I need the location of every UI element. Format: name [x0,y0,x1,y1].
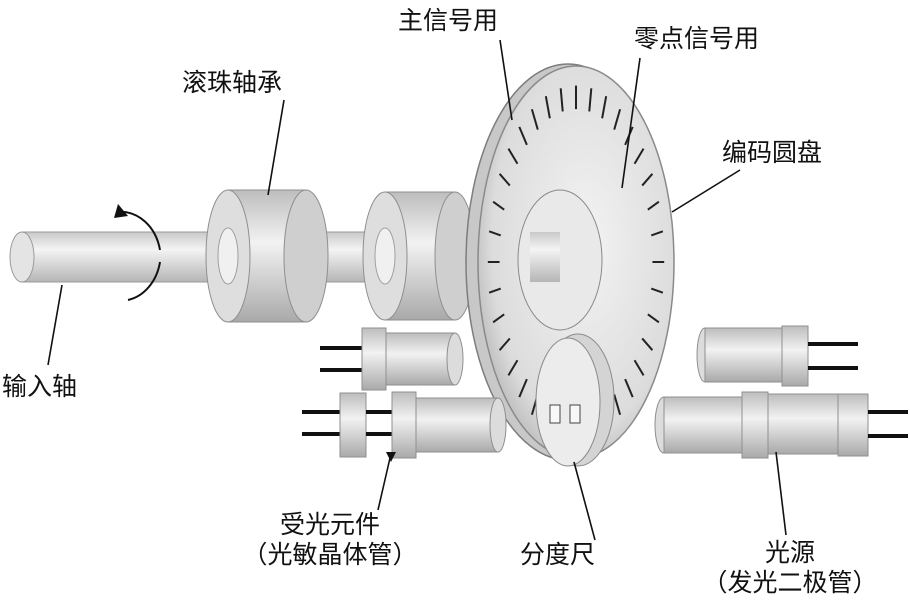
index-scale [535,333,615,467]
ball-bearing-right [362,191,476,321]
disc-slit [488,230,502,237]
disc-slit [544,96,551,119]
disc-slit [488,287,502,294]
led-lower [654,391,908,459]
phototransistor-lower [302,391,507,459]
disc-slit [498,337,511,351]
leader-input-shaft [47,284,63,366]
disc-slit [633,359,645,376]
leader-light-source [775,451,787,536]
disc-slit [601,96,608,119]
label-zero-signal: 零点信号用 [634,24,760,53]
label-receiver: 受光元件 （光敏晶体管） [230,510,430,570]
disc-slit [507,148,519,165]
rotation-arrow-icon [114,204,161,301]
led-upper [696,325,858,387]
leader-ball-bearing [267,99,285,196]
disc-slit [530,108,539,130]
label-receiver-line2: （光敏晶体管） [242,540,418,569]
disc-slit [492,200,505,211]
ball-bearing-left [205,189,329,323]
disc-slit [588,88,593,112]
leader-zero-signal [621,57,641,189]
leader-receiver [377,457,391,511]
disc-slit [518,378,528,398]
disc-slit [647,313,660,324]
label-main-signal: 主信号用 [398,6,499,35]
leader-scale [573,461,596,541]
disc-slit [613,394,622,416]
disc-slit [518,126,528,146]
disc-slit [641,337,654,351]
receiver-arrow-icon [386,452,396,462]
leader-code-disc [671,169,741,213]
label-scale: 分度尺 [520,540,596,569]
label-receiver-line1: 受光元件 [279,510,380,539]
label-light-source-line1: 光源 [764,538,815,567]
disc-slit [624,378,634,398]
disc-slit [641,173,654,187]
label-input-shaft: 输入轴 [2,372,78,401]
disc-slit [613,108,622,130]
disc-slit [498,173,511,187]
label-ball-bearing: 滚珠轴承 [182,68,283,97]
disc-slit [559,88,564,112]
label-code-disc: 编码圆盘 [722,138,823,167]
leader-main-signal [499,39,513,121]
disc-slit [650,230,664,237]
phototransistor-upper [320,327,464,391]
disc-slit [633,148,645,165]
disc-slit [650,287,664,294]
label-light-source: 光源 （发光二极管） [700,538,880,598]
leader-lines [47,39,787,541]
disc-slit [647,200,660,211]
label-light-source-line2: （发光二极管） [702,568,878,597]
disc-slit [492,313,505,324]
disc-slit [507,359,519,376]
